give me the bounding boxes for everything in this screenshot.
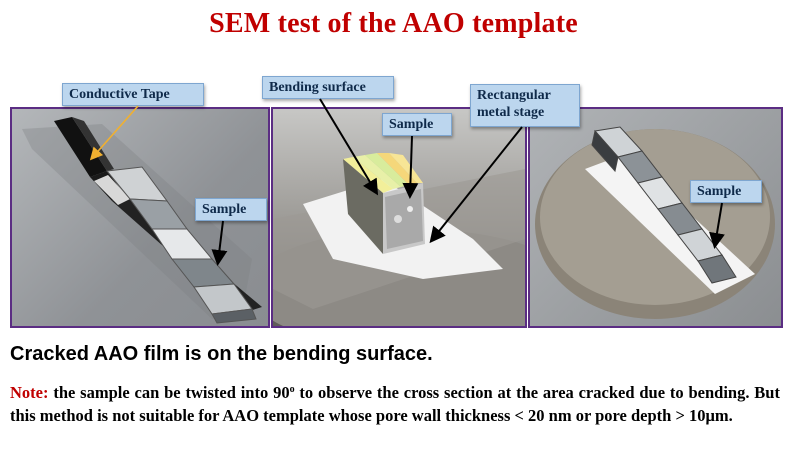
callout-sample-label-2: Sample [389,117,434,132]
callout-sample-panel-2: Sample [382,113,452,136]
sample-photo-1 [22,117,262,324]
callout-sample-label-3: Sample [697,184,742,199]
caption-bending-surface: Cracked AAO film is on the bending surfa… [10,343,433,365]
sample-photo-3 [535,126,775,319]
photo-panel-bending-surface [271,107,527,328]
page-title: SEM test of the AAO template [209,8,578,39]
note-text-part-1: the sample can be twisted into 90 [48,383,290,402]
callout-rectangular-metal-stage: Rectangular metal stage [470,84,580,127]
note-text-part-2: to observe the cross section at the area… [10,383,780,425]
callout-stage-line-2: metal stage [477,105,545,120]
callout-sample-panel-3: Sample [690,180,762,203]
callout-sample-panel-1: Sample [195,198,267,221]
sample-photo-2 [273,153,525,326]
callout-sample-label-1: Sample [202,202,247,217]
callout-bending-surface: Bending surface [262,76,394,99]
note-degree-superscript: o [289,384,295,395]
note-label: Note: [10,383,49,402]
note-paragraph: Note: the sample can be twisted into 90o… [10,378,780,427]
callout-conductive-tape-label: Conductive Tape [69,87,170,102]
callout-bending-surface-label: Bending surface [269,80,366,95]
callout-stage-line-1: Rectangular [477,88,551,103]
callout-conductive-tape: Conductive Tape [62,83,204,106]
photo-panel-metal-stage [528,107,783,328]
